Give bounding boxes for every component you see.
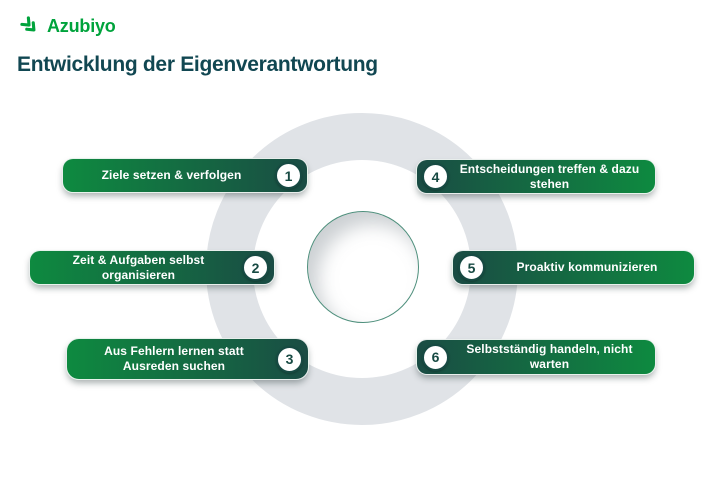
step-number-badge: 3 — [276, 345, 303, 373]
step-label: Ziele setzen & verfolgen — [101, 168, 242, 182]
step-number-badge: 5 — [458, 254, 485, 281]
step-label: Aus Fehlern lernen statt Ausreden suchen — [104, 344, 244, 373]
page-title: Entwicklung der Eigenverantwortung — [17, 53, 378, 76]
brand-name: Azubiyo — [47, 15, 116, 36]
azubiyo-logo-icon — [19, 15, 41, 37]
step-pill-6: 6 Selbstständig handeln, nicht warten — [416, 339, 656, 375]
step-pill-2: Zeit & Aufgaben selbst organisieren 2 — [29, 250, 275, 285]
step-number-badge: 6 — [422, 343, 449, 371]
step-label: Zeit & Aufgaben selbst organisieren — [72, 252, 205, 282]
step-pill-3: Aus Fehlern lernen statt Ausreden suchen… — [66, 338, 309, 380]
step-label: Proaktiv kommunizieren — [516, 260, 658, 274]
step-pill-1: Ziele setzen & verfolgen 1 — [62, 158, 308, 193]
brand-logo: Azubiyo — [19, 15, 116, 37]
step-number-badge: 4 — [422, 163, 449, 190]
step-pill-4: 4 Entscheidungen treffen & dazu stehen — [416, 159, 656, 194]
step-label: Selbstständig handeln, nicht warten — [466, 342, 633, 371]
step-number-badge: 1 — [275, 162, 302, 189]
step-pill-5: 5 Proaktiv kommunizieren — [452, 250, 695, 285]
step-number-badge: 2 — [242, 254, 269, 281]
step-label: Entscheidungen treffen & dazu stehen — [459, 161, 640, 191]
center-circle — [307, 211, 419, 323]
